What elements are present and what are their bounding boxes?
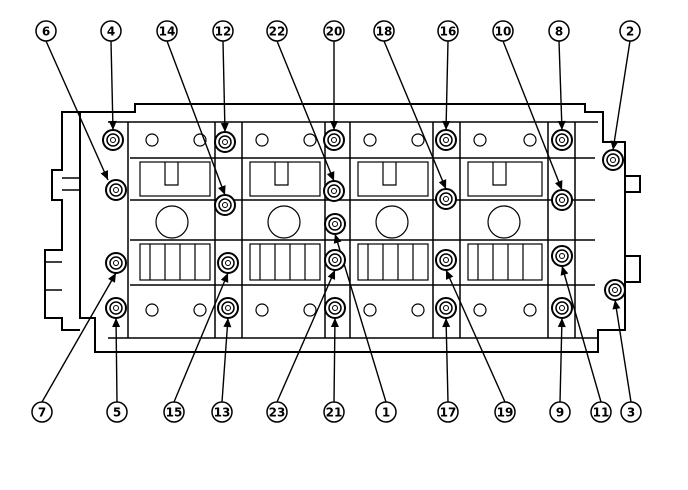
bolt-5 <box>105 297 127 319</box>
bolt-15 <box>217 252 239 274</box>
callout-20-text: 20 <box>326 25 343 39</box>
leader-19 <box>445 269 506 403</box>
bolt-9 <box>551 297 573 319</box>
leader-9 <box>557 317 566 403</box>
callout-19-text: 19 <box>497 406 514 420</box>
bolt-14 <box>214 194 236 216</box>
bolt-20 <box>323 129 345 151</box>
callout-1: 1 <box>375 401 397 423</box>
leader-13 <box>221 317 232 403</box>
bolt-4 <box>102 129 124 151</box>
leader-8 <box>557 40 566 131</box>
callout-22: 22 <box>266 20 288 42</box>
leader-17 <box>442 317 451 403</box>
callout-21: 21 <box>323 401 345 423</box>
cylinder-head-outline <box>44 103 641 353</box>
callout-22-text: 22 <box>269 25 286 39</box>
bolt-10 <box>551 189 573 211</box>
valve-detail-blocks <box>139 133 543 317</box>
leader-12 <box>220 40 229 133</box>
leader-10 <box>502 40 563 191</box>
bolt-heads <box>102 129 626 319</box>
callout-4-text: 4 <box>107 25 115 39</box>
callout-12: 12 <box>212 20 234 42</box>
bolt-22 <box>323 180 345 202</box>
leader-22 <box>276 40 335 182</box>
callout-16: 16 <box>437 20 459 42</box>
callout-14: 14 <box>156 20 178 42</box>
leader-18 <box>383 40 447 190</box>
leader-7 <box>41 272 117 403</box>
callout-2: 2 <box>619 20 641 42</box>
callout-6: 6 <box>35 20 57 42</box>
callout-10: 10 <box>492 20 514 42</box>
leader-14 <box>166 40 226 196</box>
callout-8-text: 8 <box>555 25 563 39</box>
bolt-3 <box>604 279 626 301</box>
bolt-17 <box>435 297 457 319</box>
callout-15: 15 <box>163 401 185 423</box>
callout-14-text: 14 <box>159 25 176 39</box>
callout-11: 11 <box>590 401 612 423</box>
callout-3-text: 3 <box>627 406 635 420</box>
callout-20: 20 <box>323 20 345 42</box>
callout-6-text: 6 <box>42 25 50 39</box>
bolt-16 <box>435 129 457 151</box>
leader-lines <box>41 40 632 403</box>
callout-1-text: 1 <box>382 406 390 420</box>
bolt-1 <box>324 213 346 235</box>
callout-4: 4 <box>100 20 122 42</box>
bolt-23 <box>324 249 346 271</box>
leader-2 <box>610 40 631 151</box>
leader-20 <box>330 41 338 130</box>
leader-4 <box>108 40 117 131</box>
callout-11-text: 11 <box>593 406 610 420</box>
callout-15-text: 15 <box>166 406 183 420</box>
bolt-8 <box>551 129 573 151</box>
callout-17-text: 17 <box>440 406 457 420</box>
callout-12-text: 12 <box>215 25 232 39</box>
bolt-7 <box>105 252 127 274</box>
callout-21-text: 21 <box>326 406 343 420</box>
bolt-6 <box>105 179 127 201</box>
leader-21 <box>330 317 339 403</box>
callout-18: 18 <box>373 20 395 42</box>
callout-10-text: 10 <box>495 25 512 39</box>
bolt-11 <box>551 245 573 267</box>
callout-5: 5 <box>106 401 128 423</box>
callout-17: 17 <box>437 401 459 423</box>
leader-16 <box>442 40 451 131</box>
callout-23-text: 23 <box>269 406 286 420</box>
callout-7-text: 7 <box>38 406 46 420</box>
bolt-21 <box>324 297 346 319</box>
callout-19: 19 <box>494 401 516 423</box>
bolt-19 <box>435 249 457 271</box>
callout-9-text: 9 <box>556 406 564 420</box>
leader-11 <box>560 265 602 403</box>
bolt-12 <box>214 131 236 153</box>
callout-2-text: 2 <box>626 25 634 39</box>
bolt-13 <box>217 297 239 319</box>
bolt-2 <box>602 149 624 171</box>
callout-16-text: 16 <box>440 25 457 39</box>
leader-3 <box>612 299 632 403</box>
callout-9: 9 <box>549 401 571 423</box>
callout-3: 3 <box>620 401 642 423</box>
bolt-18 <box>435 188 457 210</box>
callout-8: 8 <box>548 20 570 42</box>
leader-15 <box>173 272 229 403</box>
leader-6 <box>45 40 109 181</box>
callout-18-text: 18 <box>376 25 393 39</box>
leader-5 <box>112 317 121 403</box>
callout-labels: 6 4 14 12 22 20 18 16 10 8 2 7 5 15 13 23 21 1 17 19 9 11 3 <box>31 20 642 423</box>
callout-13: 13 <box>211 401 233 423</box>
callout-5-text: 5 <box>113 406 121 420</box>
callout-23: 23 <box>266 401 288 423</box>
callout-13-text: 13 <box>214 406 231 420</box>
callout-7: 7 <box>31 401 53 423</box>
leader-23 <box>276 269 336 403</box>
